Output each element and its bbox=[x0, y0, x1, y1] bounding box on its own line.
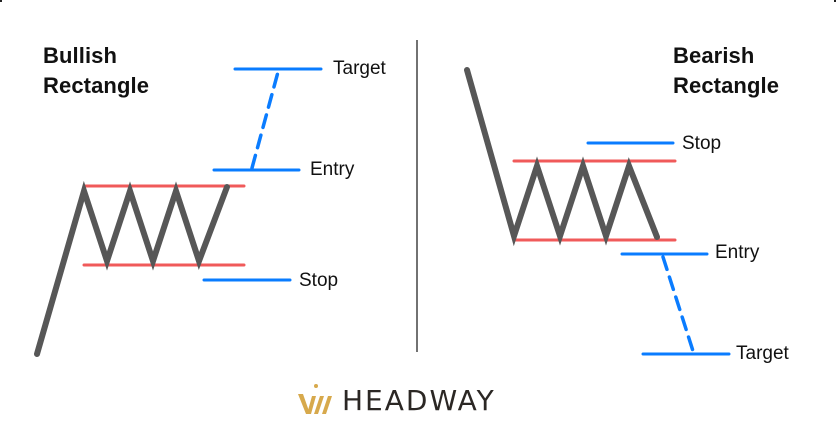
headway-crown-icon bbox=[298, 384, 332, 414]
bullish-entry-label: Entry bbox=[310, 159, 355, 180]
bearish-price-path bbox=[464, 67, 660, 247]
corner-mark bbox=[0, 0, 2, 2]
bullish-title-line2: Rectangle bbox=[43, 73, 150, 98]
bearish-pattern bbox=[464, 67, 731, 356]
headway-logo: HEADWAY bbox=[296, 380, 496, 420]
bearish-title: Bearish Rectangle bbox=[673, 41, 779, 101]
bearish-target-label: Target bbox=[736, 343, 789, 364]
bullish-title-line1: Bullish bbox=[43, 43, 118, 68]
bullish-projection-dashed bbox=[250, 70, 280, 170]
bullish-price-path bbox=[34, 180, 230, 357]
bearish-entry-label: Entry bbox=[715, 242, 760, 263]
bearish-projection-dashed bbox=[661, 255, 695, 353]
bearish-title-line1: Bearish bbox=[673, 43, 755, 68]
bullish-title: Bullish Rectangle bbox=[43, 41, 149, 101]
bullish-stop-label: Stop bbox=[299, 270, 339, 291]
headway-logo-text: HEADWAY bbox=[342, 383, 496, 417]
bearish-stop-label: Stop bbox=[682, 133, 722, 154]
bullish-target-label: Target bbox=[333, 58, 386, 79]
bullish-pattern bbox=[34, 67, 323, 357]
bearish-title-line2: Rectangle bbox=[673, 73, 780, 98]
corner-mark bbox=[834, 0, 836, 2]
